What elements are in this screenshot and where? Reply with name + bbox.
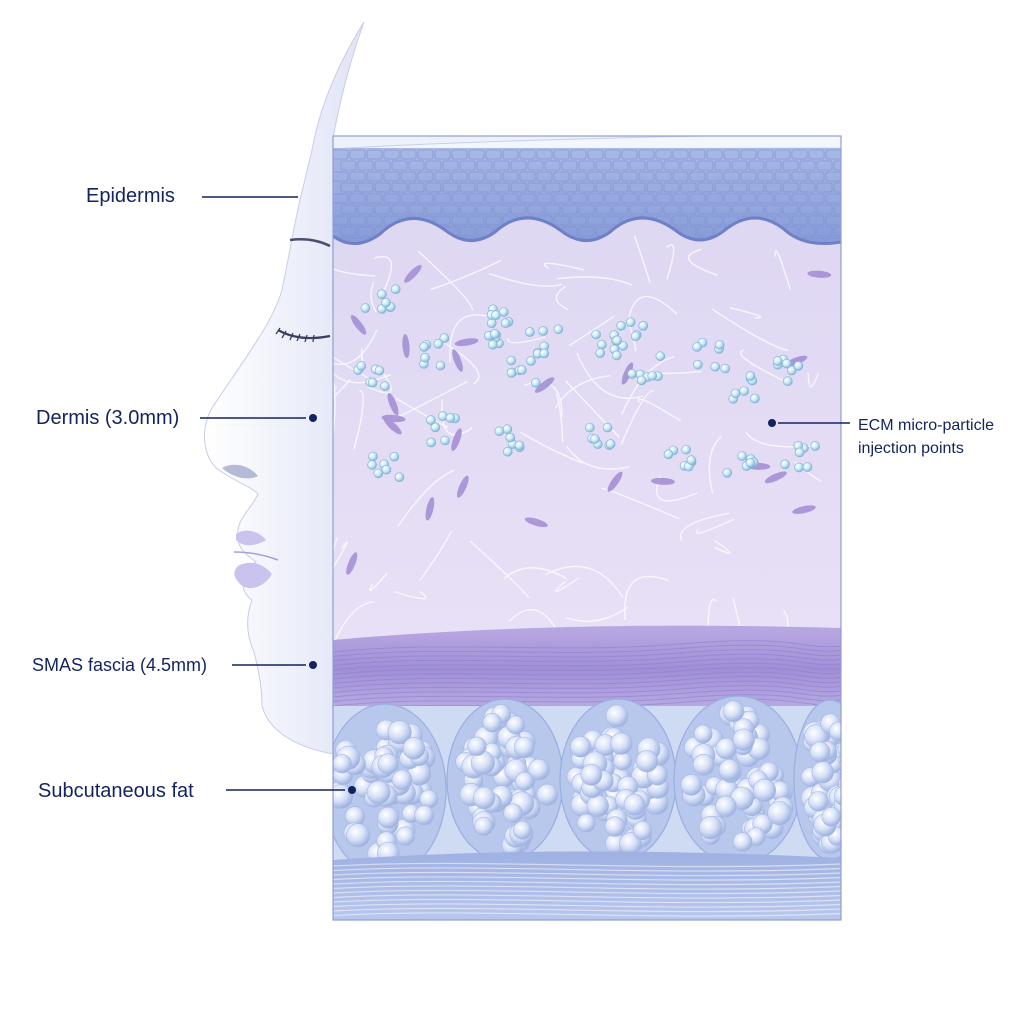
leader-lines [200, 196, 850, 794]
label-dermis: Dermis (3.0mm) [36, 407, 180, 429]
label-ecm-injection-points: ECM micro-particle injection points [858, 414, 994, 460]
skin-layer-block-icon [333, 136, 841, 920]
face-profile-icon [204, 21, 365, 755]
label-subcutaneous-fat: Subcutaneous fat [38, 780, 194, 802]
label-smas-fascia: SMAS fascia (4.5mm) [32, 655, 208, 675]
label-epidermis: Epidermis [86, 185, 175, 207]
label-ecm-line2: injection points [858, 440, 964, 458]
label-ecm-line1: ECM micro-particle [858, 417, 995, 434]
